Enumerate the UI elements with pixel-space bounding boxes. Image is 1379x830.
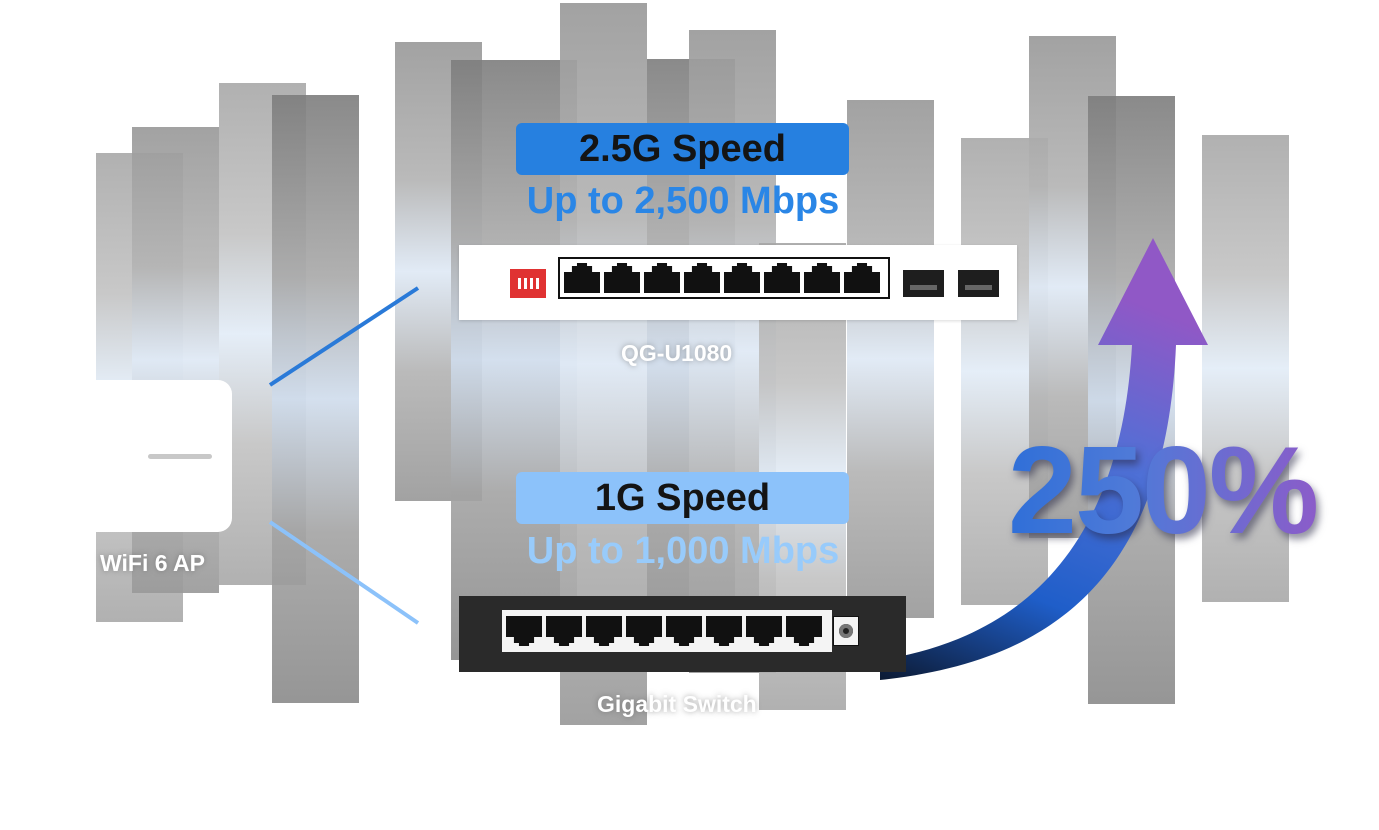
dc-power-jack-icon — [833, 616, 859, 646]
switch-2-5g-device — [459, 245, 1017, 320]
sfp-port-icon — [958, 270, 999, 297]
rj45-port-icon — [506, 616, 542, 646]
rj45-port-icon — [626, 616, 662, 646]
bg-bar — [1202, 135, 1289, 602]
link-1g — [268, 520, 420, 625]
model-label-1g: Gigabit Switch — [597, 691, 757, 717]
speed-badge-2-5g: 2.5G Speed — [516, 123, 849, 175]
improvement-percent: 250% — [1008, 422, 1319, 560]
rj45-port-icon — [746, 616, 782, 646]
rj45-port-icon — [786, 616, 822, 646]
switch-1g-device — [459, 596, 906, 672]
bg-bar — [847, 100, 934, 618]
bg-bar — [272, 95, 359, 703]
ap-label: WiFi 6 AP — [100, 550, 206, 576]
rj45-port-icon — [666, 616, 702, 646]
rj45-port-icon — [546, 616, 582, 646]
sfp-port-icon — [903, 270, 944, 297]
rj45-port-icon — [586, 616, 622, 646]
wifi-ap-device — [96, 380, 232, 532]
rj45-port-bank — [558, 257, 890, 299]
model-label-2-5g: QG-U1080 — [621, 340, 733, 366]
ap-led-slot — [148, 454, 212, 459]
rj45-port-bank — [502, 610, 832, 652]
speed-badge-1g: 1G Speed — [516, 472, 849, 524]
dip-switch-icon — [510, 269, 546, 298]
throughput-2-5g: Up to 2,500 Mbps — [526, 180, 840, 222]
throughput-1g: Up to 1,000 Mbps — [526, 530, 840, 572]
rj45-port-icon — [706, 616, 742, 646]
link-2-5g — [268, 286, 420, 387]
